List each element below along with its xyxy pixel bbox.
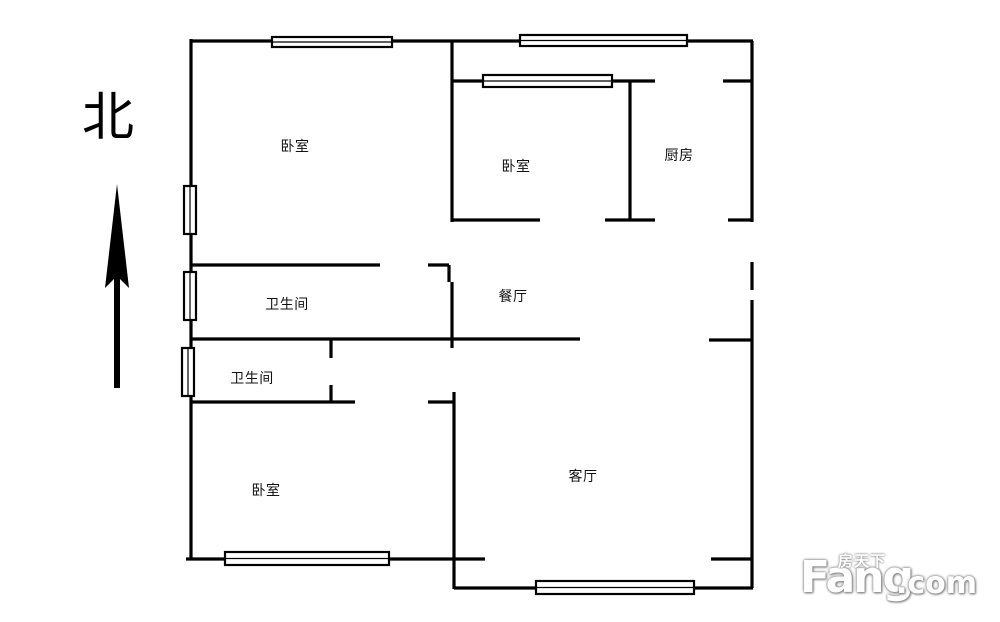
room-label-bathroom-2: 卫生间: [230, 371, 274, 387]
watermark-suffix: .com: [896, 566, 978, 601]
window-symbol: [270, 35, 394, 49]
fang-watermark-logo: Fang .com 房天下: [800, 548, 990, 608]
room-label-living: 客厅: [568, 469, 598, 485]
window-symbol: [518, 33, 689, 48]
room-label-bedroom-sw: 卧室: [251, 483, 281, 499]
window-symbol: [182, 270, 198, 322]
walls-group: [186, 39, 754, 590]
north-arrow-icon: [105, 184, 129, 388]
window-symbol: [180, 346, 196, 398]
window-symbol: [481, 73, 614, 89]
watermark-brand: Fang: [800, 552, 914, 603]
room-label-bedroom-nw: 卧室: [280, 139, 310, 155]
window-symbol: [534, 579, 696, 596]
watermark-cn: 房天下: [838, 552, 887, 570]
room-label-dining: 餐厅: [498, 289, 528, 305]
window-symbol: [223, 550, 391, 567]
windows-group: [180, 33, 696, 596]
room-label-bedroom-n: 卧室: [501, 159, 531, 175]
room-label-bathroom-1: 卫生间: [265, 297, 309, 313]
room-label-kitchen: 厨房: [664, 148, 694, 164]
window-symbol: [182, 184, 198, 236]
north-label: 北: [82, 88, 135, 148]
